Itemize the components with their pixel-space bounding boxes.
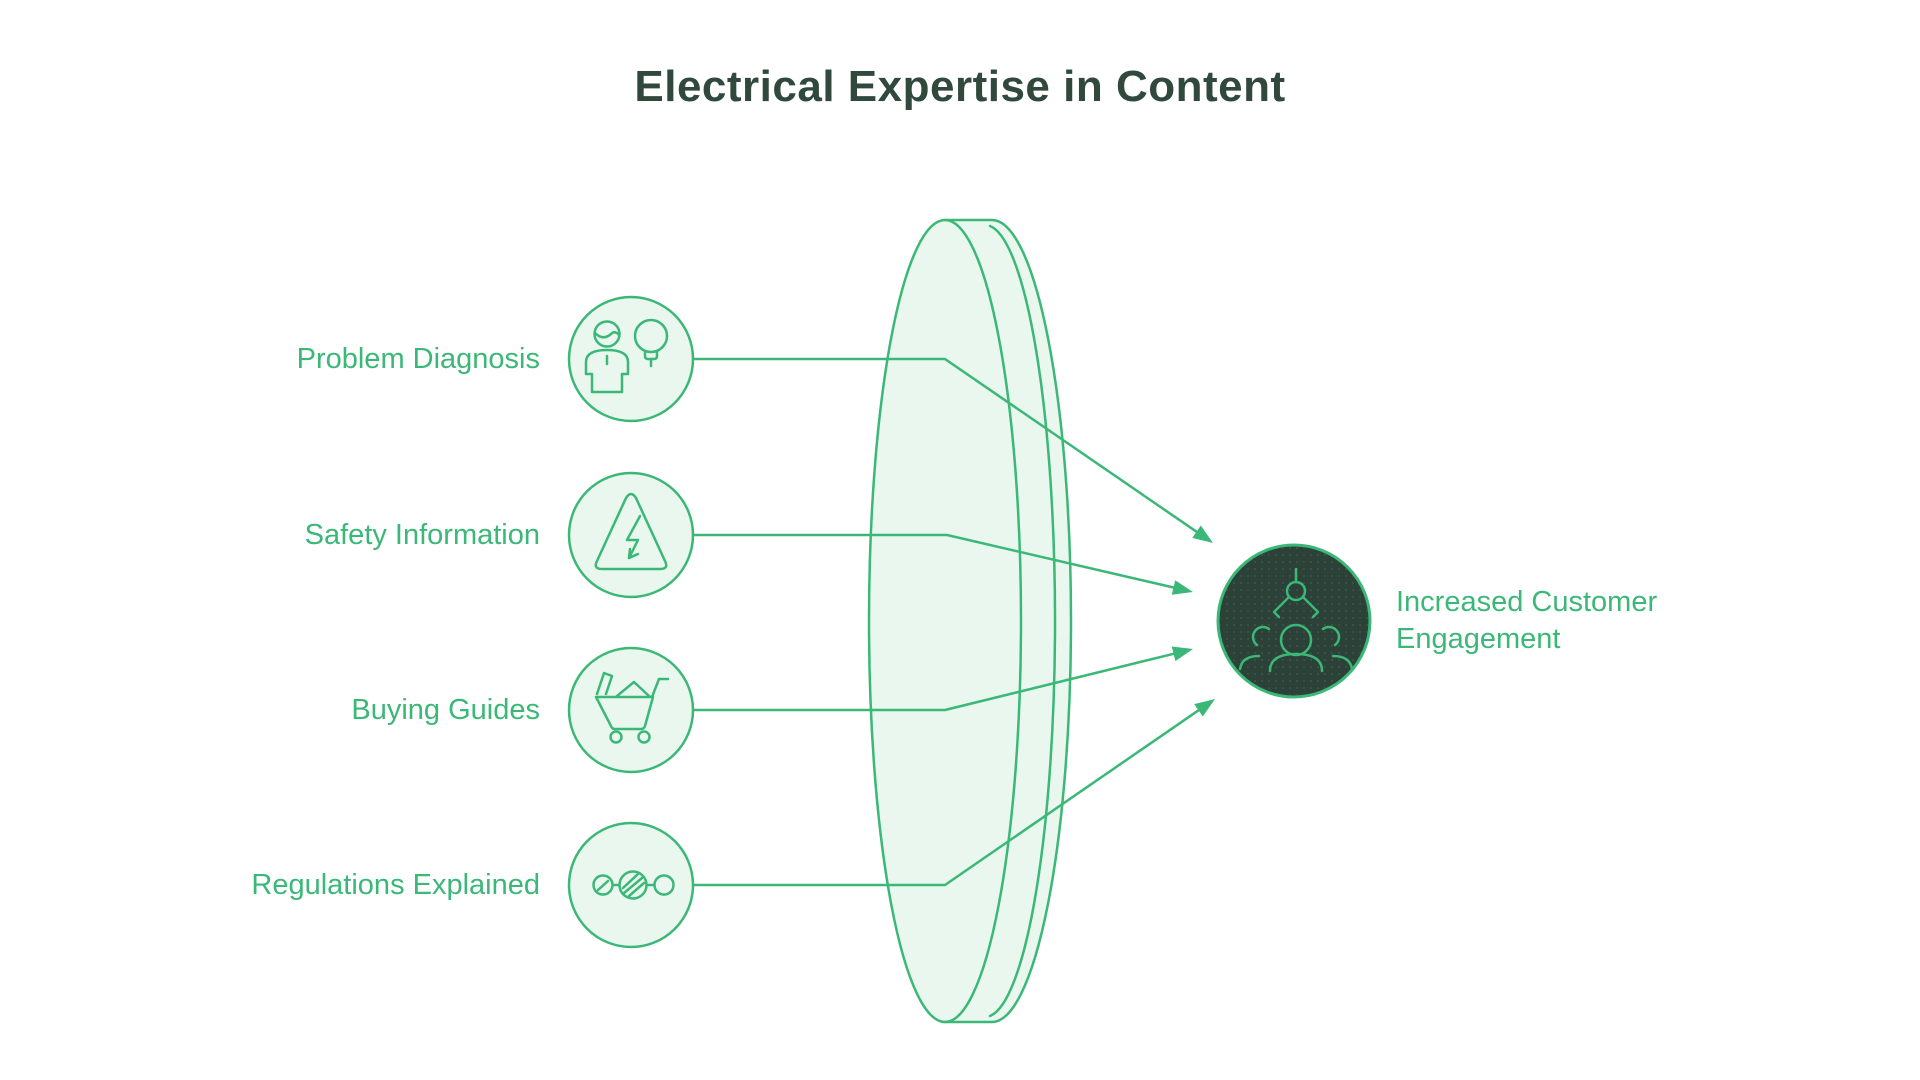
linked-nodes-icon: [592, 870, 675, 900]
label-regulations-explained: Regulations Explained: [251, 869, 540, 901]
label-problem-diagnosis: Problem Diagnosis: [296, 343, 540, 375]
electrical-hazard-icon: [594, 492, 668, 571]
label-safety-information: Safety Information: [304, 519, 540, 551]
label-buying-guides: Buying Guides: [351, 694, 540, 726]
connector-lines: [691, 357, 1215, 887]
arrowhead-icon: [1171, 580, 1193, 595]
connector-regulations-explained: [691, 699, 1215, 887]
arrowhead-icon: [1171, 646, 1193, 662]
node-regulations-explained: [567, 821, 695, 949]
person-lightbulb-icon: [584, 318, 669, 394]
shopping-cart-icon: [594, 671, 670, 744]
claw-machine-people-icon: [1238, 567, 1354, 673]
connector-problem-diagnosis: [691, 357, 1213, 543]
arrowhead-icon: [1192, 525, 1213, 543]
node-buying-guides: [567, 646, 695, 774]
node-safety-information: [567, 471, 695, 599]
connector-buying-guides: [691, 646, 1193, 712]
lens-shape: [867, 218, 1073, 1024]
node-problem-diagnosis: [567, 295, 695, 423]
connector-safety-information: [691, 533, 1193, 595]
node-increased-customer-engagement: [1216, 543, 1372, 699]
label-increased-customer-engagement: Increased Customer Engagement: [1396, 586, 1658, 655]
page-title: Electrical Expertise in Content: [634, 62, 1286, 111]
arrowhead-icon: [1194, 699, 1215, 717]
